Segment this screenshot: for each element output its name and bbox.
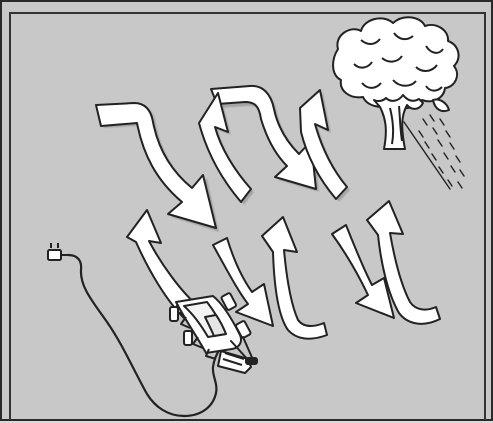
- mowing-path-arrow-icon: [96, 103, 216, 228]
- rain-icon: [404, 115, 464, 189]
- power-plug-icon: [48, 243, 68, 260]
- tree-icon: [333, 17, 458, 149]
